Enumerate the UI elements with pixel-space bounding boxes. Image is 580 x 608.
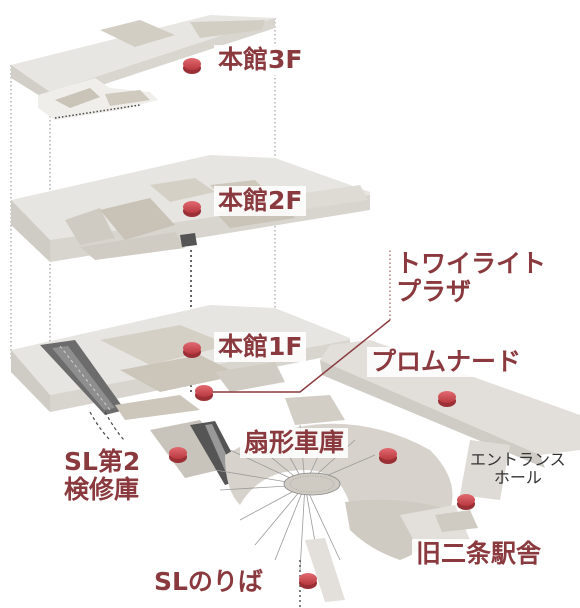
twilight-plaza-line2: プラザ [396, 277, 472, 306]
marker-honkan1f[interactable] [183, 342, 201, 358]
honkan1f-label[interactable]: 本館1F [214, 332, 307, 362]
marker-honkan3f[interactable] [183, 58, 201, 74]
entrance-hall-line1: エントランス [470, 450, 566, 469]
marker-honkan2f[interactable] [183, 201, 201, 217]
entrance-hall-line2: ホール [493, 468, 542, 488]
marker-sl-ride[interactable] [299, 573, 317, 589]
twilight-plaza-leader-line [205, 319, 391, 393]
roundhouse-label[interactable]: 扇形車庫 [240, 428, 349, 458]
promenade-label[interactable]: プロムナード [367, 347, 526, 377]
floor-1f [11, 305, 350, 441]
floor-3f [11, 15, 275, 120]
honkan3f-label[interactable]: 本館3F [214, 45, 307, 75]
marker-old-nijo-station[interactable] [457, 494, 475, 510]
sl-ride-track [299, 538, 345, 608]
sl2-line2: 検修庫 [64, 475, 140, 504]
marker-sl2[interactable] [169, 447, 187, 463]
entrance-hall-label[interactable]: エントランス ホール [466, 450, 570, 489]
marker-promenade[interactable] [438, 391, 456, 407]
location-markers [169, 58, 475, 589]
twilight-plaza-line1: トワイライト [396, 249, 547, 278]
marker-twilight-plaza[interactable] [195, 385, 213, 401]
honkan2f-label[interactable]: 本館2F [214, 186, 307, 216]
sl2-line1: SL第2 [64, 447, 141, 476]
sl2-shed-label[interactable]: SL第2 検修庫 [60, 447, 145, 505]
sl-ride-label[interactable]: SLのりば [150, 567, 267, 597]
old-nijo-station-label[interactable]: 旧二条駅舎 [412, 539, 546, 569]
twilight-plaza-label[interactable]: トワイライト プラザ [392, 249, 551, 307]
marker-roundhouse[interactable] [379, 448, 397, 464]
